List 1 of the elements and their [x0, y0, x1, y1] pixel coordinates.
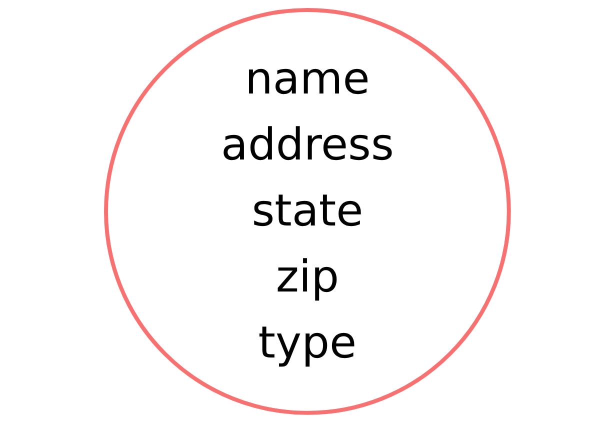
node-circle: name address state zip type: [104, 8, 511, 415]
